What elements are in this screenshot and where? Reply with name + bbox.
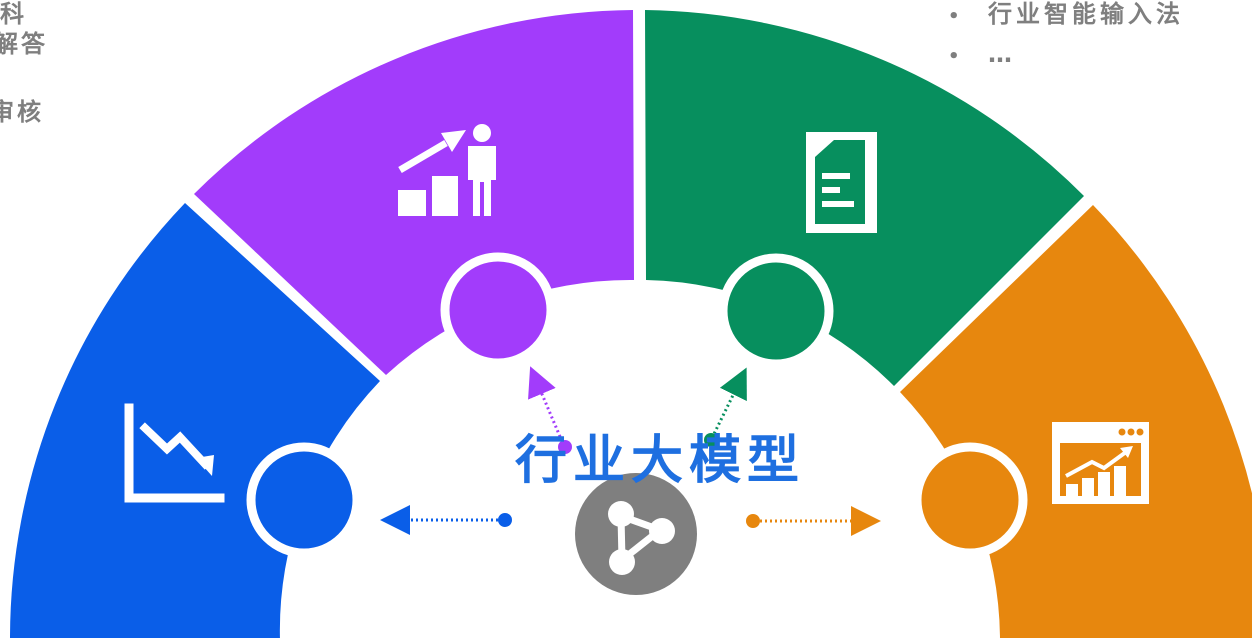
bullet-icon: • — [948, 6, 964, 27]
share-network-icon — [608, 501, 675, 575]
connector-orange — [746, 506, 881, 536]
connector-purple — [528, 366, 572, 454]
bullet-icon: • — [948, 46, 964, 67]
connector-blue — [380, 505, 512, 535]
left-text-fragment: 解答 — [0, 30, 48, 58]
left-text-fragment: 科 — [0, 0, 27, 28]
center-title: 行业大模型 — [514, 431, 805, 491]
purple-node — [440, 252, 556, 368]
green-node — [718, 253, 834, 369]
blue-node — [246, 442, 362, 558]
list-item: •… — [948, 34, 1184, 74]
document-icon — [806, 132, 877, 233]
dashboard-chart-icon — [1052, 422, 1149, 504]
list-item: •行业智能输入法 — [948, 0, 1184, 34]
hub-circle — [575, 473, 697, 595]
declining-chart-icon — [124, 403, 225, 503]
left-text-fragment: 审核 — [0, 98, 44, 126]
connector-green — [704, 367, 747, 447]
growth-person-icon — [398, 124, 496, 216]
right-bullet-list: •行业智能输入法 •… — [948, 0, 1184, 74]
orange-node — [912, 442, 1028, 558]
